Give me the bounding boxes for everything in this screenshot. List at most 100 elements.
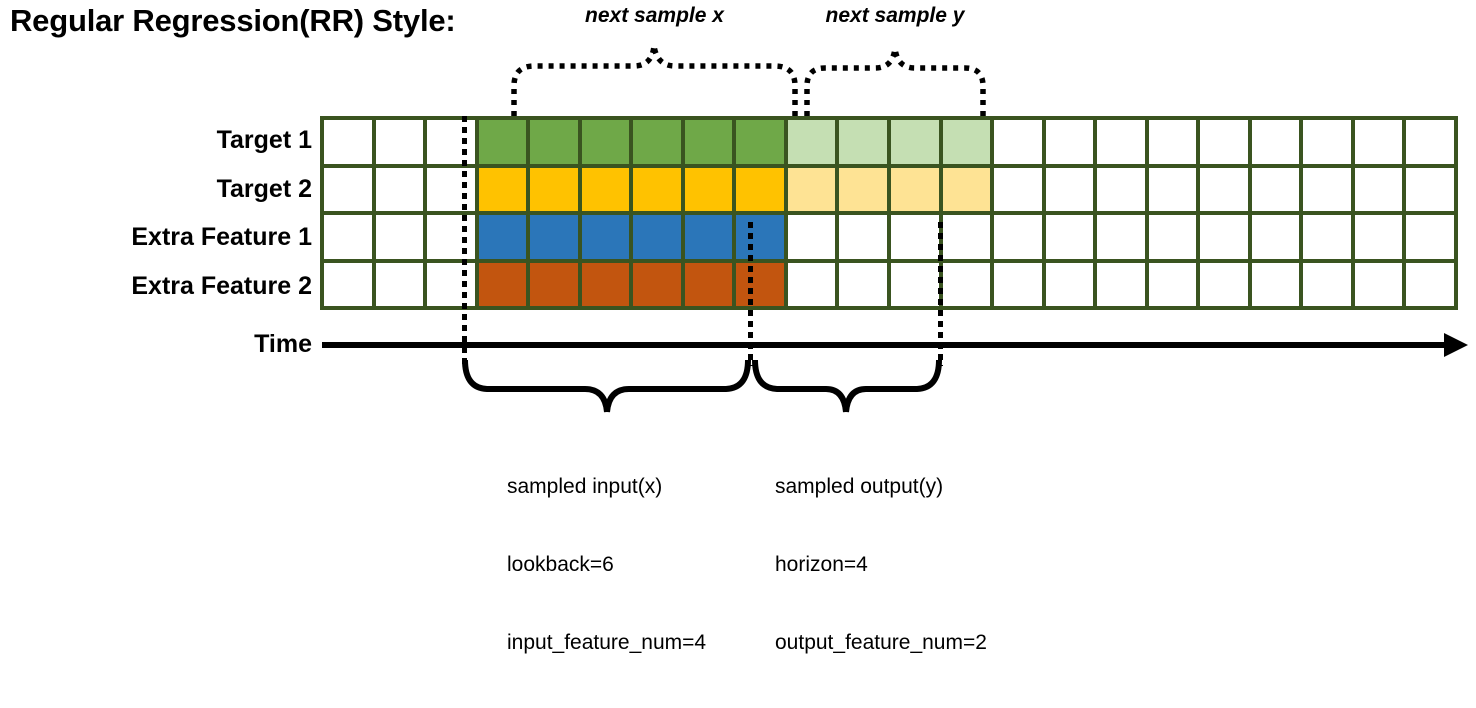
guide-line-input-start <box>462 116 467 366</box>
timeline-grid <box>320 116 1458 310</box>
grid-cell-r1-c9 <box>787 167 836 211</box>
grid-cell-r1-c15 <box>1097 167 1145 211</box>
grid-cell-r3-c12 <box>942 262 991 306</box>
grid-cell-r0-c8 <box>736 120 784 164</box>
grid-cell-r2-c15 <box>1097 215 1145 259</box>
grid-cell-r2-c18 <box>1251 215 1300 259</box>
grid-cell-r2-c11 <box>891 215 939 259</box>
grid-cell-r1-c21 <box>1406 167 1454 211</box>
desc-input-line-1: sampled input(x) <box>507 475 663 498</box>
bottom-braces <box>462 359 942 413</box>
grid-cell-r2-c8 <box>736 215 784 259</box>
grid-cell-r3-c7 <box>684 262 733 306</box>
grid-cell-r2-c20 <box>1354 215 1403 259</box>
grid-cell-r0-c15 <box>1097 120 1145 164</box>
grid-cell-r1-c8 <box>736 167 784 211</box>
grid-cell-r2-c13 <box>994 215 1042 259</box>
grid-cell-r1-c18 <box>1251 167 1300 211</box>
grid-cell-r3-c9 <box>787 262 836 306</box>
annotation-next-sample-x: next sample x <box>585 4 724 27</box>
grid-cell-r3-c0 <box>324 262 372 306</box>
grid-cell-r0-c4 <box>530 120 578 164</box>
row-label-target-2: Target 2 <box>216 175 312 203</box>
page-title: Regular Regression(RR) Style: <box>10 3 456 38</box>
grid-cell-r0-c6 <box>633 120 681 164</box>
grid-cell-r0-c13 <box>994 120 1042 164</box>
grid-cell-r3-c11 <box>891 262 939 306</box>
grid-cell-r1-c5 <box>581 167 630 211</box>
description-sampled-output: sampled output(y) horizon=4 output_featu… <box>775 422 987 708</box>
grid-cell-r0-c7 <box>684 120 733 164</box>
grid-cell-r0-c18 <box>1251 120 1300 164</box>
grid-cell-r2-c7 <box>684 215 733 259</box>
grid-cell-r3-c10 <box>839 262 887 306</box>
grid-cell-r1-c14 <box>1045 167 1094 211</box>
grid-cell-r0-c16 <box>1148 120 1197 164</box>
desc-output-line-2: horizon=4 <box>775 553 868 576</box>
grid-cell-r1-c0 <box>324 167 372 211</box>
row-label-extra-feature-1: Extra Feature 1 <box>131 223 312 251</box>
grid-cell-r3-c5 <box>581 262 630 306</box>
grid-cell-r1-c7 <box>684 167 733 211</box>
grid-cell-r2-c17 <box>1200 215 1248 259</box>
grid-cell-r0-c20 <box>1354 120 1403 164</box>
grid-cell-r0-c10 <box>839 120 887 164</box>
axis-label-time: Time <box>254 330 312 358</box>
grid-cell-r3-c16 <box>1148 262 1197 306</box>
top-dotted-braces <box>511 45 986 116</box>
row-label-target-1: Target 1 <box>216 126 312 154</box>
grid-cell-r3-c4 <box>530 262 578 306</box>
grid-cell-r3-c8 <box>736 262 784 306</box>
annotation-next-sample-y: next sample y <box>825 4 965 27</box>
grid-cell-r1-c20 <box>1354 167 1403 211</box>
grid-cell-r0-c21 <box>1406 120 1454 164</box>
grid-cell-r2-c4 <box>530 215 578 259</box>
grid-cell-r3-c20 <box>1354 262 1403 306</box>
grid-cell-r1-c12 <box>942 167 991 211</box>
desc-input-line-3: input_feature_num=4 <box>507 631 707 654</box>
desc-output-line-3: output_feature_num=2 <box>775 631 987 654</box>
grid-cell-r3-c1 <box>375 262 424 306</box>
grid-cell-r3-c19 <box>1303 262 1351 306</box>
grid-cell-r3-c15 <box>1097 262 1145 306</box>
grid-cell-r1-c13 <box>994 167 1042 211</box>
grid-cell-r0-c17 <box>1200 120 1248 164</box>
grid-cell-r2-c16 <box>1148 215 1197 259</box>
grid-cell-r0-c12 <box>942 120 991 164</box>
grid-cell-r1-c19 <box>1303 167 1351 211</box>
guide-line-input-end <box>748 222 753 366</box>
grid-cell-r1-c6 <box>633 167 681 211</box>
grid-cell-r0-c14 <box>1045 120 1094 164</box>
grid-cell-r2-c5 <box>581 215 630 259</box>
grid-cell-r1-c17 <box>1200 167 1248 211</box>
diagram-canvas: Regular Regression(RR) Style: next sampl… <box>0 0 1468 654</box>
grid-cell-r0-c11 <box>891 120 939 164</box>
grid-cell-r0-c0 <box>324 120 372 164</box>
grid-cell-r2-c12 <box>942 215 991 259</box>
grid-cell-r2-c9 <box>787 215 836 259</box>
grid-cell-r0-c19 <box>1303 120 1351 164</box>
grid-cell-r1-c16 <box>1148 167 1197 211</box>
grid-cell-r1-c10 <box>839 167 887 211</box>
grid-cell-r2-c21 <box>1406 215 1454 259</box>
guide-line-output-end <box>938 222 943 366</box>
grid-cell-r2-c0 <box>324 215 372 259</box>
grid-cell-r3-c21 <box>1406 262 1454 306</box>
description-sampled-input: sampled input(x) lookback=6 input_featur… <box>507 422 706 708</box>
grid-cell-r3-c14 <box>1045 262 1094 306</box>
grid-cell-r0-c1 <box>375 120 424 164</box>
time-axis-line <box>322 342 1450 348</box>
desc-output-line-1: sampled output(y) <box>775 475 944 498</box>
grid-cell-r2-c1 <box>375 215 424 259</box>
time-axis-arrowhead <box>1444 333 1468 357</box>
grid-cell-r2-c6 <box>633 215 681 259</box>
row-label-column: Target 1 Target 2 Extra Feature 1 Extra … <box>0 0 312 516</box>
grid-cell-r1-c11 <box>891 167 939 211</box>
grid-cell-r0-c5 <box>581 120 630 164</box>
grid-cell-r2-c3 <box>478 215 527 259</box>
grid-cell-r3-c17 <box>1200 262 1248 306</box>
grid-cell-r2-c19 <box>1303 215 1351 259</box>
grid-cell-r1-c4 <box>530 167 578 211</box>
grid-cell-r3-c18 <box>1251 262 1300 306</box>
grid-cell-r3-c13 <box>994 262 1042 306</box>
